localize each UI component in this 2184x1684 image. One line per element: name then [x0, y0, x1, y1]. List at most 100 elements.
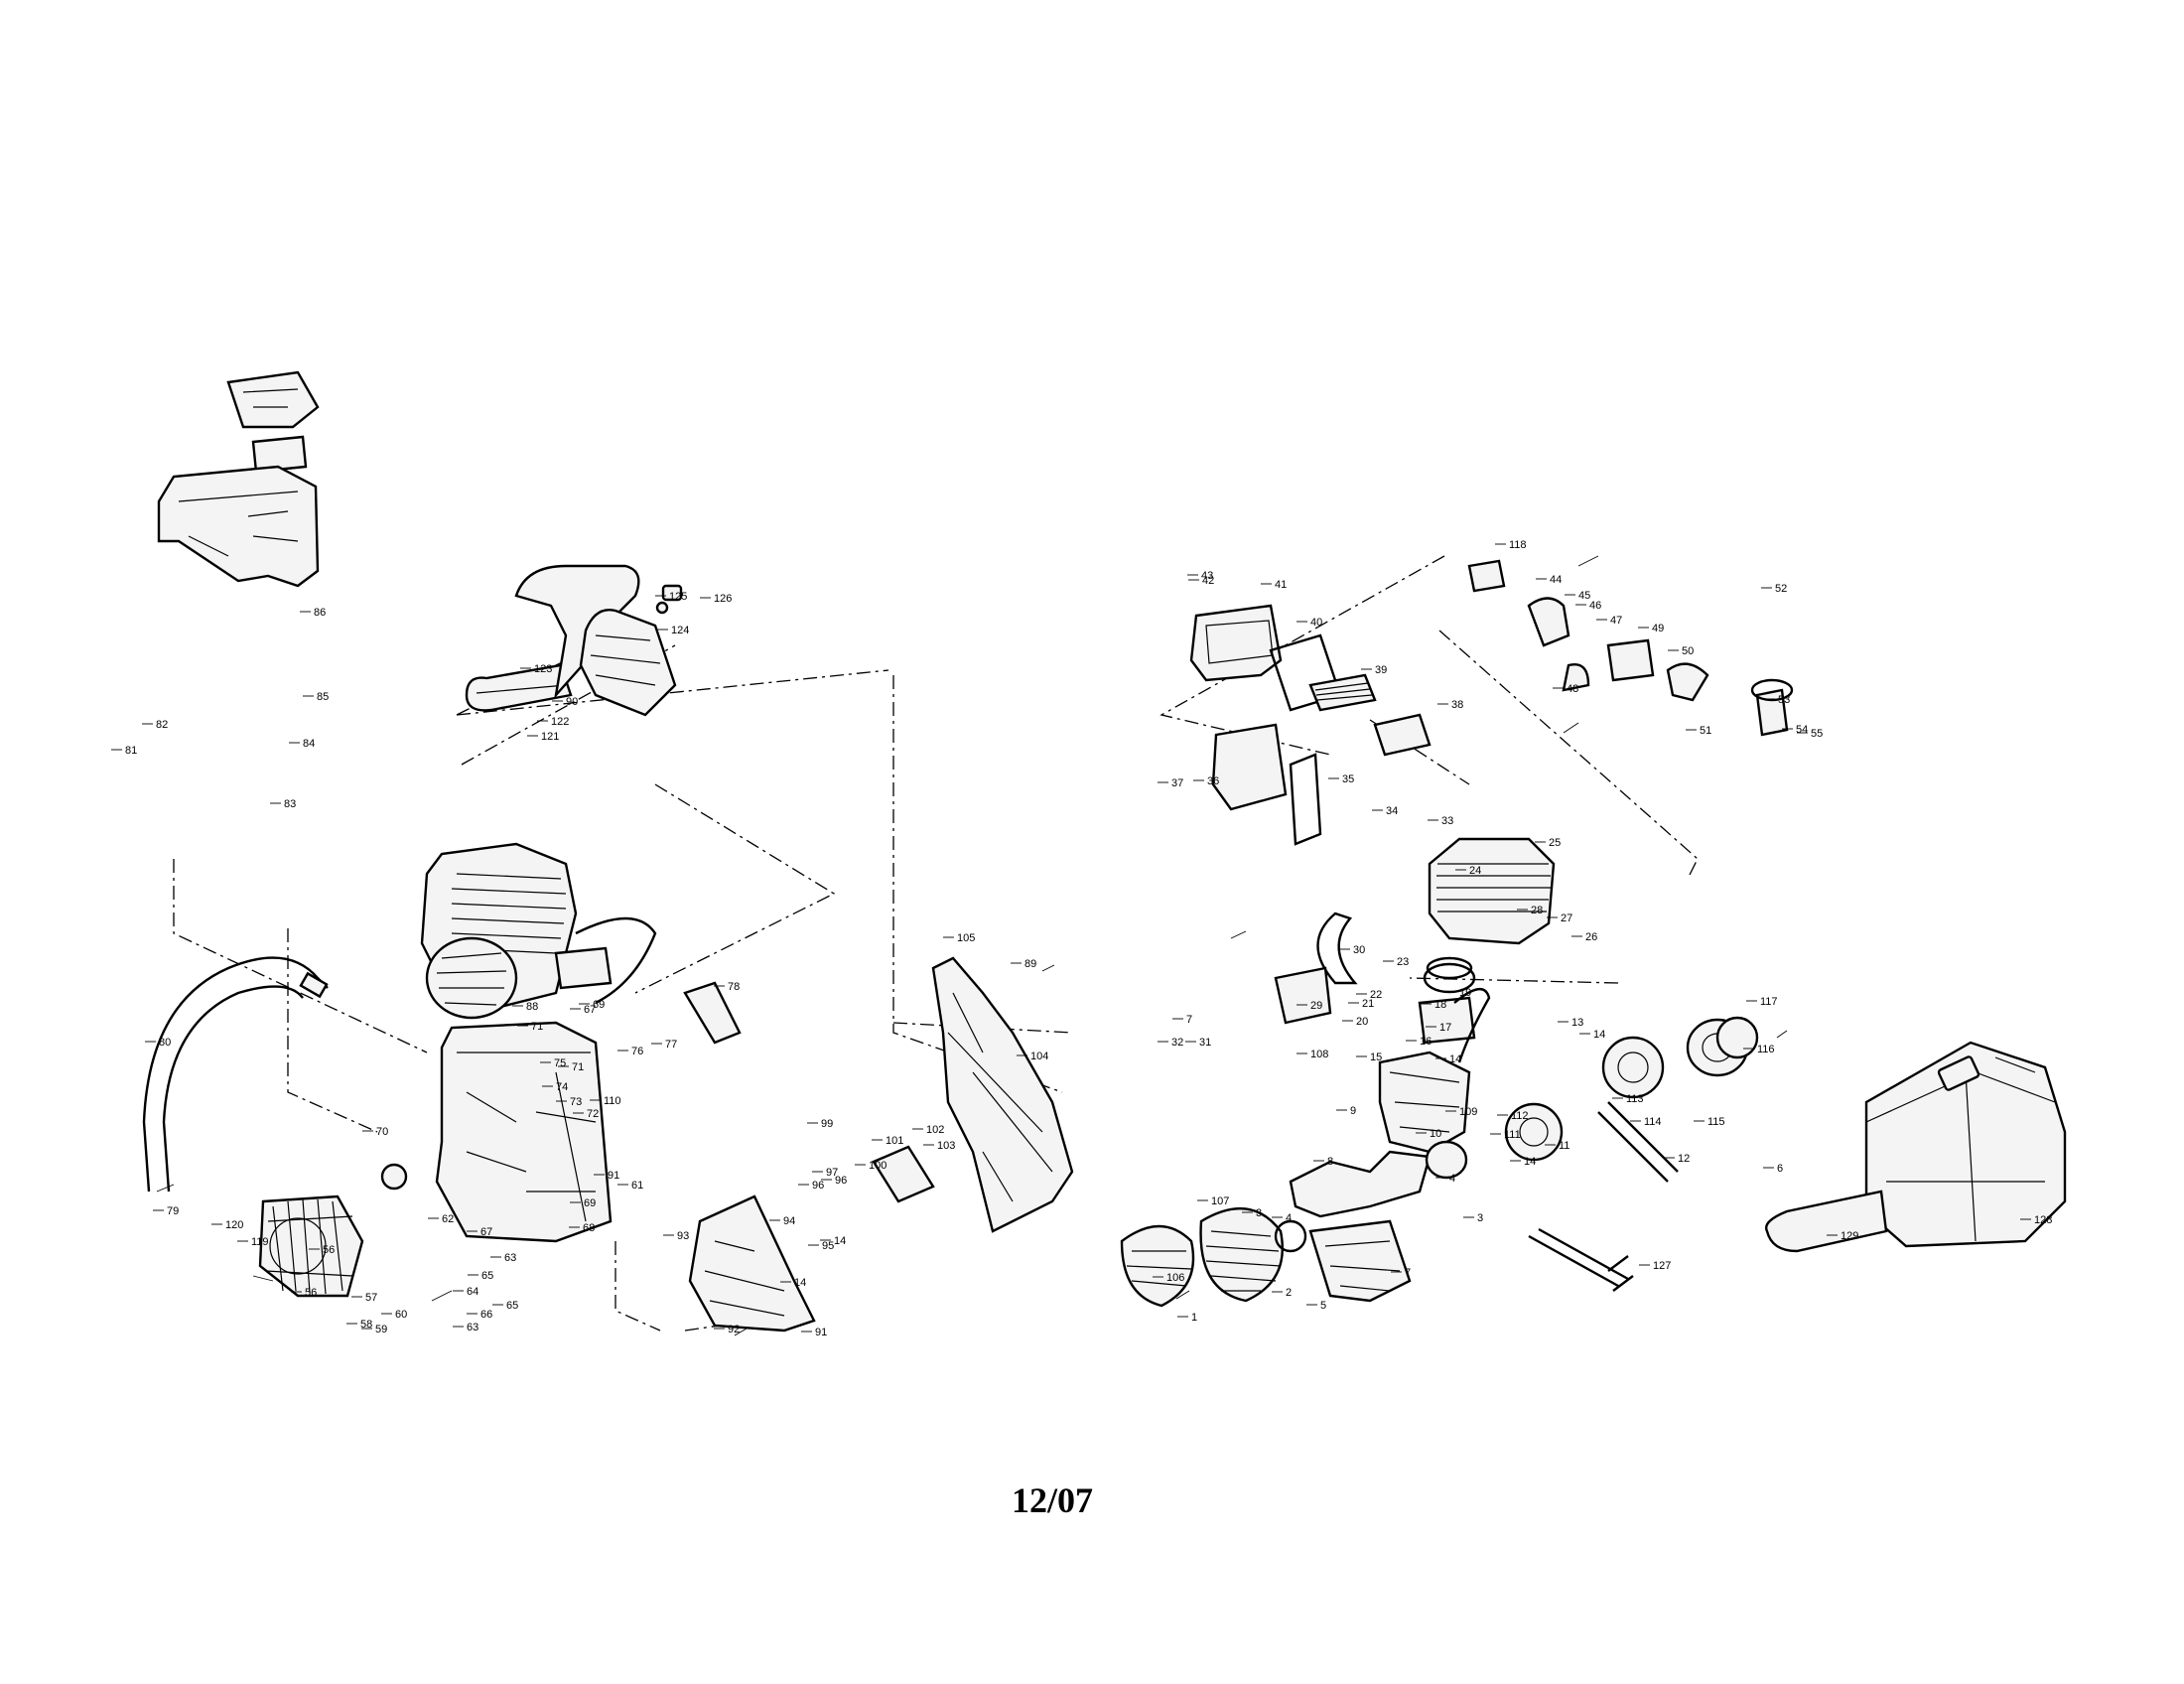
- part-number-label: 103: [937, 1140, 955, 1152]
- part-number-label: 56: [323, 1244, 335, 1256]
- part-number-label: 109: [1459, 1106, 1477, 1118]
- part-number-label: 44: [1550, 574, 1562, 586]
- part-number-label: 104: [1030, 1051, 1048, 1062]
- part-number-label: 32: [1171, 1037, 1183, 1049]
- part-number-label: 19: [1459, 987, 1471, 999]
- part-number-label: 46: [1589, 600, 1601, 612]
- part-number-label: 58: [360, 1319, 372, 1331]
- part-number-label: 83: [284, 798, 296, 810]
- part-number-label: 129: [1841, 1230, 1858, 1242]
- part-number-label: 68: [583, 1222, 595, 1234]
- part-number-label: 128: [2034, 1214, 2052, 1226]
- part-number-label: 69: [593, 999, 605, 1011]
- crankcase-chassis: [380, 1021, 613, 1243]
- carrying-case: [1765, 1041, 2067, 1253]
- starter-housing-part: [258, 1194, 364, 1298]
- part-number-label: 77: [665, 1039, 677, 1051]
- part-number-label: 8: [1327, 1156, 1333, 1168]
- part-number-label: 107: [1211, 1195, 1229, 1207]
- crankcase-half-part: [1378, 1051, 1471, 1154]
- part-number-label: 122: [551, 716, 569, 728]
- part-number-label: 3: [1256, 1207, 1262, 1219]
- part-number-label: 52: [1775, 583, 1787, 595]
- part-number-label: 20: [1356, 1016, 1368, 1028]
- part-number-label: 55: [1811, 728, 1823, 740]
- part-number-label: 14: [834, 1235, 846, 1247]
- part-number-label: 51: [1700, 725, 1711, 737]
- part-number-label: 6: [1777, 1163, 1783, 1175]
- chain-brake-cover-part: [579, 609, 677, 717]
- part-number-label: 111: [1504, 1129, 1521, 1141]
- part-number-label: 74: [556, 1081, 568, 1093]
- part-number-label: 121: [541, 731, 559, 743]
- rear-handle-housing-part: [157, 465, 320, 588]
- flywheel-part: [1199, 1207, 1284, 1303]
- part-number-label: 16: [1420, 1036, 1432, 1048]
- part-number-label: 78: [728, 981, 740, 993]
- crankshaft-flywheel-clutch: [1120, 1016, 1759, 1308]
- part-number-label: 14: [1524, 1156, 1536, 1168]
- part-number-label: 123: [534, 663, 552, 675]
- part-number-label: 70: [376, 1126, 388, 1138]
- part-number-label: 29: [1310, 1000, 1322, 1012]
- part-number-label: 59: [375, 1324, 387, 1335]
- part-number-label: 26: [1585, 931, 1597, 943]
- part-number-label: 5: [1320, 1300, 1326, 1312]
- part-number-label: 24: [1469, 865, 1481, 877]
- part-number-label: 96: [812, 1180, 824, 1192]
- part-number-label: 127: [1653, 1260, 1671, 1272]
- ignition-module-part: [1274, 966, 1332, 1025]
- part-number-label: 50: [1682, 645, 1694, 657]
- part-number-label: 33: [1441, 815, 1453, 827]
- part-number-label: 41: [1275, 579, 1287, 591]
- part-number-label: 22: [1370, 989, 1382, 1001]
- part-number-label: 99: [821, 1118, 833, 1130]
- part-number-label: 86: [314, 607, 326, 619]
- part-number-label: 15: [1370, 1052, 1382, 1063]
- part-number-label: 124: [671, 625, 689, 636]
- guide-bar-part: [465, 663, 573, 712]
- part-number-label: 94: [783, 1215, 795, 1227]
- part-number-label: 43: [1201, 570, 1213, 582]
- part-number-label: 95: [822, 1240, 834, 1252]
- part-number-label: 3: [1477, 1212, 1483, 1224]
- air-filter-cover-part: [251, 435, 308, 474]
- part-number-label: 119: [251, 1236, 269, 1248]
- part-number-label: 39: [1375, 664, 1387, 676]
- part-number-label: 71: [572, 1061, 584, 1073]
- engine-assembly: [420, 842, 657, 1020]
- hardware-fasteners: [156, 555, 1788, 1336]
- part-number-label: 45: [1578, 590, 1590, 602]
- cylinder-piston-group: [1274, 837, 1556, 1154]
- part-number-label: 10: [1430, 1128, 1441, 1140]
- part-number-label: 76: [631, 1046, 643, 1057]
- part-number-label: 56: [305, 1287, 317, 1299]
- part-number-label: 91: [815, 1327, 827, 1338]
- part-number-label: 96: [835, 1175, 847, 1187]
- part-number-label: 47: [1610, 615, 1622, 627]
- part-number-label: 89: [1024, 958, 1036, 970]
- part-number-label: 85: [317, 691, 329, 703]
- part-number-label: 84: [303, 738, 315, 750]
- part-number-label: 88: [526, 1001, 538, 1013]
- part-number-label: 63: [467, 1322, 478, 1333]
- part-number-label: 1: [1191, 1312, 1197, 1324]
- part-number-label: 14: [1449, 1053, 1461, 1065]
- part-number-label: 65: [481, 1270, 493, 1282]
- part-number-label: 38: [1451, 699, 1463, 711]
- part-number-label: 120: [225, 1219, 243, 1231]
- part-number-label: 102: [926, 1124, 944, 1136]
- air-filter-cover-right-part: [1189, 604, 1283, 682]
- part-number-label: 63: [504, 1252, 516, 1264]
- part-number-label: 57: [365, 1292, 377, 1304]
- part-number-label: 66: [480, 1309, 492, 1321]
- part-number-label: 62: [442, 1213, 454, 1225]
- part-number-label: 126: [714, 593, 732, 605]
- part-number-label: 92: [728, 1324, 740, 1335]
- clutch-cover-part: [931, 956, 1074, 1233]
- part-number-label: 67: [480, 1226, 492, 1238]
- part-number-label: 79: [167, 1205, 179, 1217]
- part-number-label: 118: [1509, 539, 1527, 551]
- part-number-label: 72: [587, 1108, 599, 1120]
- air-filter-carburetor-group: [1189, 559, 1794, 846]
